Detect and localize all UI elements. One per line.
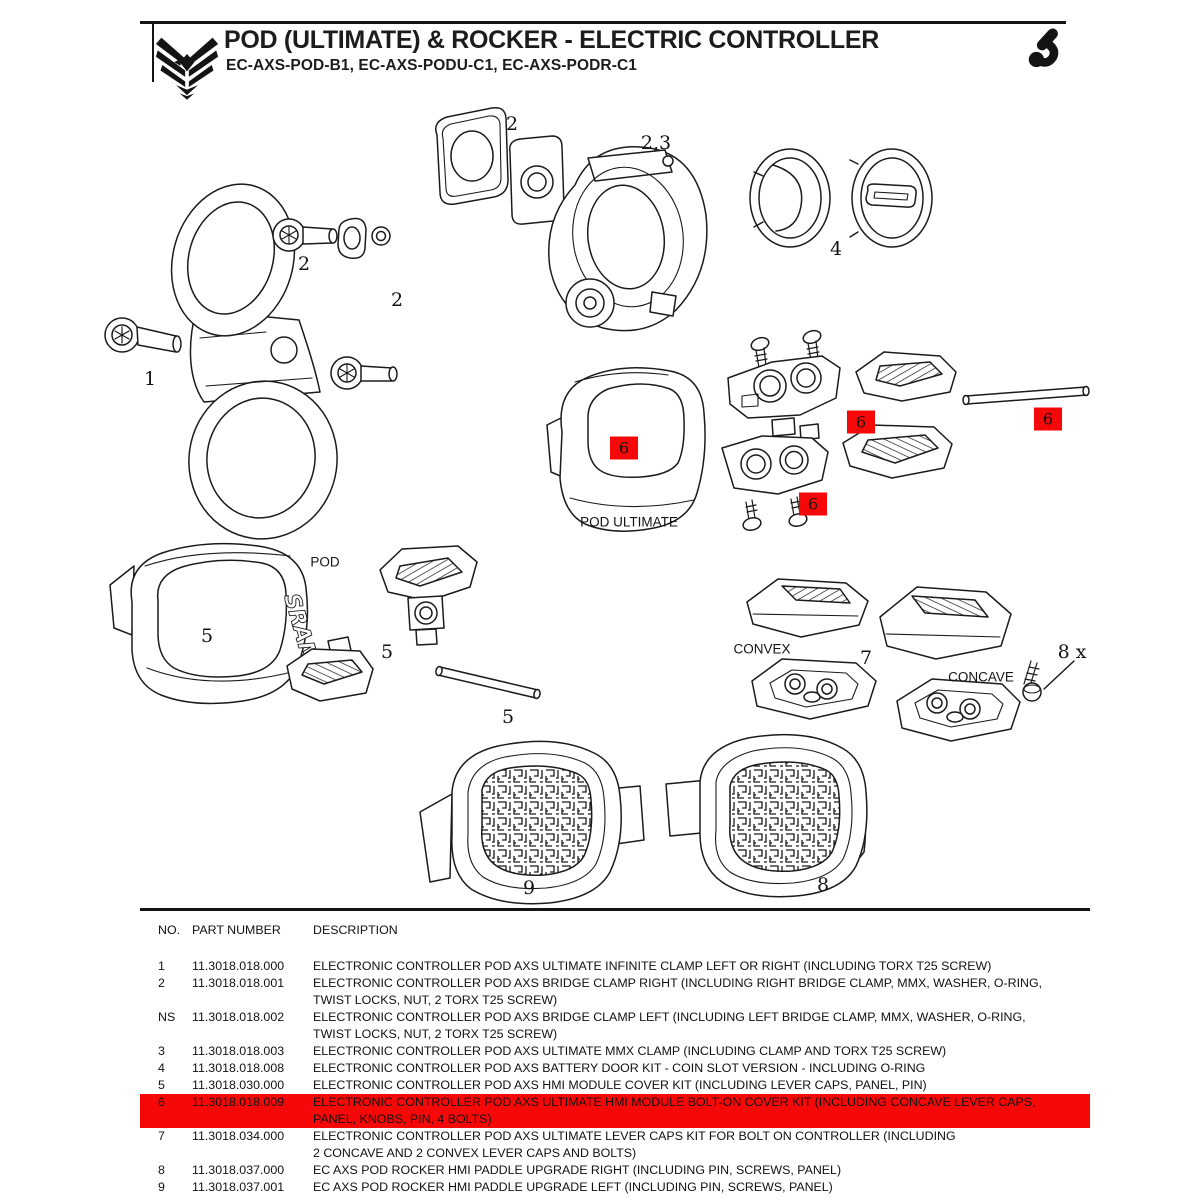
part-6-pod-ultimate-housing xyxy=(546,367,706,532)
page-subtitle: EC-AXS-POD-B1, EC-AXS-PODU-C1, EC-AXS-PO… xyxy=(226,57,637,74)
part-6-hmi-module xyxy=(721,329,841,531)
row-description: EC AXS POD ROCKER HMI PADDLE UPGRADE RIG… xyxy=(313,1163,842,1177)
row-no: 3 xyxy=(158,1044,165,1058)
page-title: POD (ULTIMATE) & ROCKER - ELECTRIC CONTR… xyxy=(224,26,879,54)
table-row-3: 3 11.3018.018.003 ELECTRONIC CONTROLLER PO… xyxy=(140,1043,1090,1060)
sram-eagle-logo-icon xyxy=(155,37,219,100)
sram-s-logo-icon xyxy=(1028,28,1059,68)
table-row-ns: NS 11.3018.018.002 ELECTRONIC CONTROLLER P… xyxy=(140,1009,1090,1043)
part-7-convex-base xyxy=(751,658,877,720)
row-no: 7 xyxy=(158,1129,165,1143)
row-part-number: 11.3018.018.008 xyxy=(192,1061,285,1075)
part-5-cover-caps xyxy=(286,545,478,702)
row-part-number: 11.3018.018.000 xyxy=(192,959,285,973)
part-2-clamp-inserts xyxy=(435,106,565,225)
part-6-lever-caps xyxy=(842,351,957,479)
row-no: 6 xyxy=(158,1095,165,1109)
row-description: ELECTRONIC CONTROLLER POD AXS ULTIMATE H… xyxy=(313,1095,1036,1126)
row-description: ELECTRONIC CONTROLLER POD AXS HMI MODULE… xyxy=(313,1078,927,1092)
part-8x-bolt-icon xyxy=(1022,660,1075,702)
part-2-3-mmx-clamp xyxy=(548,146,708,332)
table-row-7: 7 11.3018.034.000 ELECTRONIC CONTROLLER PO… xyxy=(140,1128,1090,1162)
row-part-number: 11.3018.018.001 xyxy=(192,976,285,990)
col-header-part-number: PART NUMBER xyxy=(192,923,281,937)
part-4-battery-doors xyxy=(749,148,933,248)
part-1-torx-screw-icon xyxy=(104,317,182,353)
part-5-pin xyxy=(435,665,541,700)
row-description: EC AXS POD ROCKER HMI PADDLE UPGRADE LEF… xyxy=(313,1180,833,1194)
row-no: NS xyxy=(158,1010,176,1024)
part-7-convex-cap xyxy=(746,578,869,638)
part-7-concave-base xyxy=(896,678,1021,742)
parts-table: NO. PART NUMBER DESCRIPTION 1 11.3018.018… xyxy=(140,922,1090,1196)
row-part-number: 11.3018.037.000 xyxy=(192,1163,285,1177)
row-no: 1 xyxy=(158,959,165,973)
row-part-number: 11.3018.030.000 xyxy=(192,1078,285,1092)
col-header-description: DESCRIPTION xyxy=(313,923,398,937)
part-9-rocker-paddle-left xyxy=(419,740,645,905)
row-description: ELECTRONIC CONTROLLER POD AXS ULTIMATE I… xyxy=(313,959,992,973)
row-no: 8 xyxy=(158,1163,165,1177)
part-1-infinite-clamp xyxy=(170,183,338,540)
table-header-row: NO. PART NUMBER DESCRIPTION xyxy=(140,922,1090,939)
table-row-8: 8 11.3018.037.000 EC AXS POD ROCKER HMI PA… xyxy=(140,1162,1090,1179)
part-8-rocker-paddle-right xyxy=(665,733,868,898)
exploded-parts-diagram: SRAM xyxy=(104,106,1090,905)
table-row-9: 9 11.3018.037.001 EC AXS POD ROCKER HMI PA… xyxy=(140,1179,1090,1196)
part-2-bolt-washer-oring xyxy=(272,217,391,260)
row-part-number: 11.3018.034.000 xyxy=(192,1129,285,1143)
row-description: ELECTRONIC CONTROLLER POD AXS ULTIMATE L… xyxy=(313,1129,956,1160)
header-left-rule xyxy=(152,21,154,82)
table-row-6: 6 11.3018.018.009 ELECTRONIC CONTROLLER PO… xyxy=(140,1094,1090,1128)
row-no: 9 xyxy=(158,1180,165,1194)
table-row-2: 2 11.3018.018.001 ELECTRONIC CONTROLLER PO… xyxy=(140,975,1090,1009)
header-top-rule xyxy=(140,21,1066,24)
row-no: 2 xyxy=(158,976,165,990)
row-no: 5 xyxy=(158,1078,165,1092)
table-row-1: 1 11.3018.018.000 ELECTRONIC CONTROLLER PO… xyxy=(140,958,1090,975)
row-no: 4 xyxy=(158,1061,165,1075)
table-row-5: 5 11.3018.030.000 ELECTRONIC CONTROLLER PO… xyxy=(140,1077,1090,1094)
row-part-number: 11.3018.018.003 xyxy=(192,1044,285,1058)
part-7-concave-cap xyxy=(879,586,1012,660)
row-part-number: 11.3018.018.002 xyxy=(192,1010,285,1024)
row-description: ELECTRONIC CONTROLLER POD AXS ULTIMATE M… xyxy=(313,1044,947,1058)
row-description: ELECTRONIC CONTROLLER POD AXS BATTERY DO… xyxy=(313,1061,926,1075)
table-row-4: 4 11.3018.018.008 ELECTRONIC CONTROLLER PO… xyxy=(140,1060,1090,1077)
part-6-pin xyxy=(962,385,1090,406)
row-part-number: 11.3018.037.001 xyxy=(192,1180,285,1194)
col-header-no: NO. xyxy=(158,923,181,937)
row-part-number: 11.3018.018.009 xyxy=(192,1095,285,1109)
row-description: ELECTRONIC CONTROLLER POD AXS BRIDGE CLA… xyxy=(313,1010,1026,1041)
part-2-lower-bolt-icon xyxy=(330,356,398,390)
row-description: ELECTRONIC CONTROLLER POD AXS BRIDGE CLA… xyxy=(313,976,1043,1007)
table-top-rule xyxy=(140,908,1090,911)
